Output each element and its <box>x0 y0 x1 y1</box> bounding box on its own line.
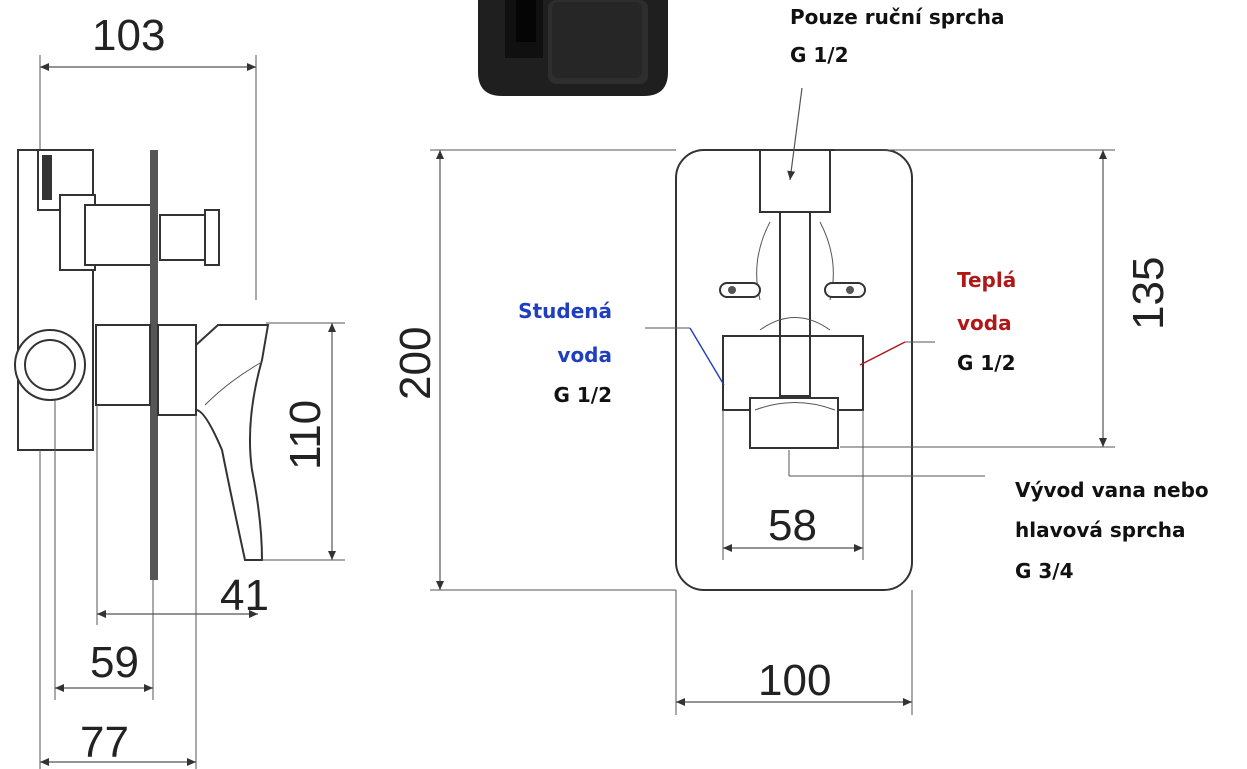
label-hot-water: Teplá <box>957 268 1016 292</box>
dim-135: 135 <box>1124 257 1173 330</box>
dim-58: 58 <box>768 501 817 550</box>
label-hot-thread: G 1/2 <box>957 351 1016 375</box>
dim-100: 100 <box>758 656 831 705</box>
front-view: 200 135 100 58 <box>391 87 1173 715</box>
product-photo <box>478 0 668 96</box>
dim-103: 103 <box>92 11 165 60</box>
dim-200: 200 <box>391 327 440 400</box>
label-outlet: Vývod vana nebo <box>1015 478 1209 502</box>
label-outlet-2: hlavová sprcha <box>1015 518 1186 542</box>
label-outlet-thread: G 3/4 <box>1015 559 1074 583</box>
label-hand-shower: Pouze ruční sprcha <box>790 5 1005 29</box>
dim-41: 41 <box>220 571 269 620</box>
label-hand-shower-thread: G 1/2 <box>790 43 849 67</box>
label-cold-thread: G 1/2 <box>553 383 612 407</box>
label-cold-water: Studená <box>518 299 612 323</box>
label-cold-water-2: voda <box>557 343 612 367</box>
dim-77: 77 <box>80 718 129 767</box>
side-view: 103 110 41 59 <box>14 11 345 769</box>
dim-59: 59 <box>90 638 139 687</box>
label-hot-water-2: voda <box>957 311 1012 335</box>
dim-110: 110 <box>281 400 330 470</box>
labels: Pouze ruční sprcha G 1/2 Studená voda G … <box>518 5 1209 583</box>
